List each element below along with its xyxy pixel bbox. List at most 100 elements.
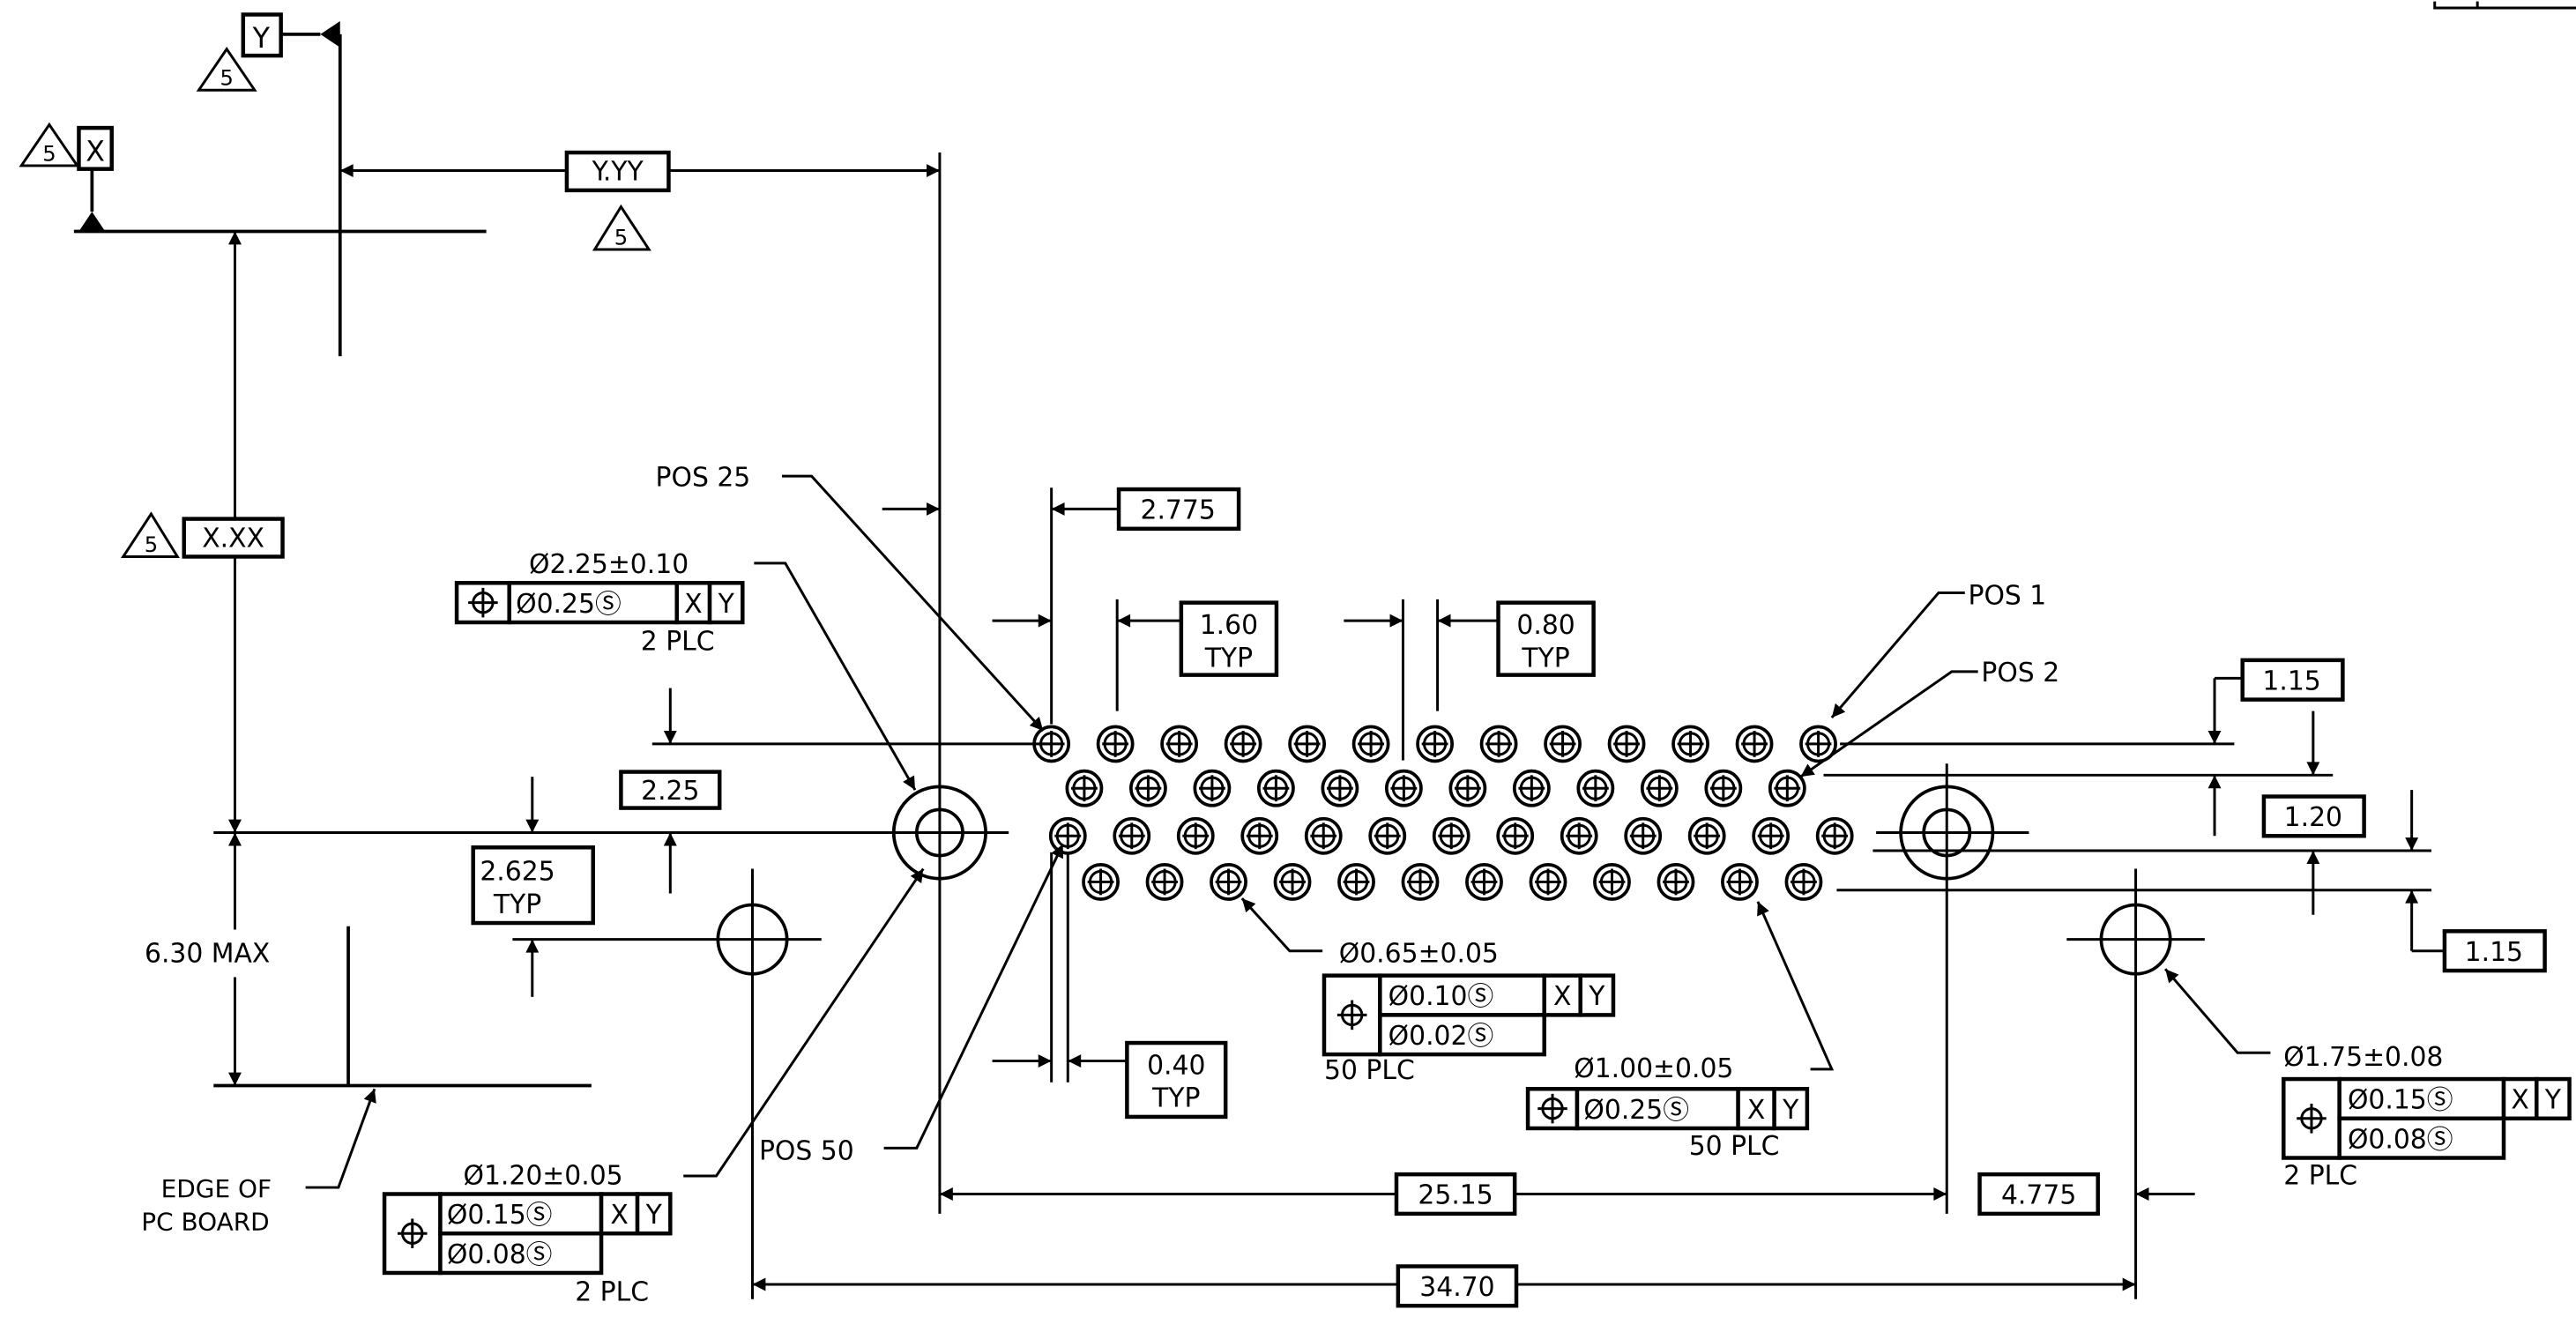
dim-160-value: 1.60 [1200,610,1258,641]
pin-pad [1657,863,1695,901]
pin-pad [1576,769,1615,807]
pos2-label: POS 2 [1981,658,2059,688]
qty-100: 50 PLC [1689,1131,1780,1162]
datum-y-triangle [320,20,340,48]
pin-pad [1368,816,1407,855]
fcf-065-tol2: Ø0.02Ⓢ [1389,1021,1494,1052]
dim-080-value: 0.80 [1516,610,1575,641]
dim-2775: 2.775 [882,487,1241,725]
pin-pad [1671,725,1709,763]
large-hole-left [891,785,987,881]
pin-pad [1496,816,1535,855]
pin-pad [1735,725,1774,763]
callout-hole-065: Ø0.65±0.05 Ø0.10Ⓢ X Y Ø0.02Ⓢ 50 PLC [1240,897,1616,1086]
pin-pad [1479,725,1518,763]
dim-4775-value: 4.775 [2001,1180,2076,1211]
dim-120-value: 1.20 [2284,802,2342,833]
pin-pad [1304,816,1343,855]
pin-pad [1048,816,1087,855]
pin-pad [1560,816,1598,855]
pin-pad [1687,816,1726,855]
note-flag-yyy [592,204,651,251]
dia-065-label: Ø0.65±0.05 [1339,939,1499,970]
callout-hole-175: Ø1.75±0.08 Ø0.15Ⓢ X Y Ø0.08Ⓢ 2 PLC [2163,968,2572,1191]
pin-pad [1607,725,1646,763]
dim-040-value: 0.40 [1147,1050,1205,1081]
dim-225-value: 2.25 [641,776,699,807]
pin-pad [1240,816,1279,855]
dim-630-max: 6.30 MAX EDGE OF PC BOARD [141,832,592,1237]
peg-hole-left [716,903,789,976]
datum-y-group: Y 5 [196,12,342,357]
svg-text:5: 5 [145,532,158,557]
fcf-225-tol: Ø0.25Ⓢ [516,589,622,620]
fcf-120-tol2: Ø0.08Ⓢ [447,1239,553,1270]
svg-text:Y: Y [718,589,735,620]
qty-175: 2 PLC [2283,1160,2357,1191]
pin-pad [1768,769,1806,807]
datum-x-triangle [78,212,106,232]
pin-pad [1512,769,1551,807]
svg-text:X: X [2511,1085,2528,1116]
pin-pad [1799,725,1837,763]
pin-pad [1784,863,1823,901]
datum-y-box [241,12,283,58]
mounting-holes [716,785,2172,976]
svg-text:5: 5 [42,141,56,166]
dim-xxx: X.XX 5 [121,231,285,833]
pin-pad [1704,769,1743,807]
svg-text:TYP: TYP [1521,643,1569,673]
svg-text:X: X [1747,1095,1765,1126]
pos25-label: POS 25 [656,462,751,493]
pin-pad [1815,816,1854,855]
pos50-label: POS 50 [759,1135,854,1166]
dim-225-2625: 2.25 2.625 TYP [471,688,1052,997]
pin-pad [1544,725,1582,763]
pin-pad [1721,863,1759,901]
dim-yyy-value: Y.YY [592,157,644,188]
pin-pad [1351,725,1390,763]
pos-labels: POS 25 POS 1 POS 2 POS 50 [656,462,2060,1166]
pin-array [1032,725,1854,901]
pin-pad [1624,816,1663,855]
pin-pad [1337,863,1375,901]
dim-160-typ: 1.60 TYP [992,599,1279,711]
dim-115b-value: 1.15 [2465,937,2523,968]
dia-225-label: Ø2.25±0.10 [529,549,689,580]
dim-right-stack: 1.15 1.20 1.15 [1823,658,2547,973]
dim-080-typ: 0.80 TYP [1344,599,1596,761]
datum-x-group: X 5 [19,122,487,234]
pin-pad [1273,863,1312,901]
dim-040-typ: 0.40 TYP [992,852,1228,1120]
dia-120-label: Ø1.20±0.05 [464,1160,623,1191]
dim-2775-value: 2.775 [1140,495,1215,526]
dim-3470-value: 34.70 [1419,1272,1494,1303]
fcf-100-tol: Ø0.25Ⓢ [1583,1095,1689,1126]
svg-text:TYP: TYP [493,889,541,920]
pin-pad [1224,725,1262,763]
edge-label-1: EDGE OF [161,1174,272,1203]
title-block-corner [2433,1,2576,10]
svg-text:5: 5 [220,66,233,91]
pin-pad [1288,725,1327,763]
qty-065: 50 PLC [1324,1055,1415,1086]
center-lines [213,153,2205,1299]
dim-xxx-value: X.XX [202,523,264,554]
pin-pad [1193,769,1232,807]
pin-pad [1752,816,1791,855]
dia-175-label: Ø1.75±0.08 [2283,1042,2443,1073]
dim-115a-value: 1.15 [2262,666,2320,696]
svg-text:TYP: TYP [1151,1083,1200,1114]
svg-text:Y: Y [645,1200,663,1231]
fcf-065-tol1: Ø0.10Ⓢ [1389,981,1494,1012]
dim-yyy: Y.YY 5 [339,150,940,251]
dia-100-label: Ø1.00±0.05 [1574,1053,1733,1084]
svg-text:X: X [1553,981,1571,1012]
svg-text:Y: Y [2544,1085,2562,1116]
pin-pad [1401,863,1440,901]
dim-2625-value: 2.625 [480,857,555,888]
svg-text:X: X [684,589,702,620]
datum-x-flag-note [19,122,80,167]
pin-pad [1176,816,1215,855]
